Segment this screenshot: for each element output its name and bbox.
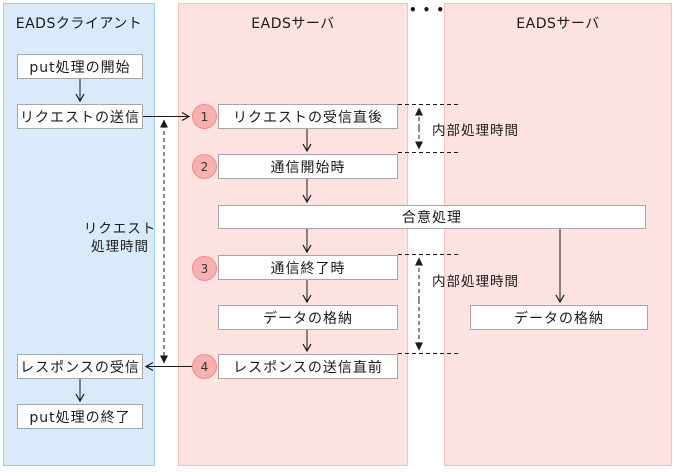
step-badge-4: 4 — [192, 354, 217, 379]
ellipsis-dots: ••• — [409, 3, 451, 17]
step-badge-2: 2 — [192, 154, 217, 179]
lane-server-2: EADSサーバ — [444, 3, 672, 466]
lane-title-client: EADSクライアント — [15, 16, 143, 32]
node-request-send: リクエストの送信 — [17, 104, 143, 129]
lane-title-server-1: EADSサーバ — [251, 16, 335, 32]
node-put-end: put処理の終了 — [17, 404, 143, 429]
step-badge-3: 3 — [192, 256, 217, 281]
lane-title-server-2: EADSサーバ — [516, 16, 600, 32]
annotation-request-processing-time-line2: 処理時間 — [91, 239, 149, 255]
node-put-start: put処理の開始 — [17, 54, 143, 79]
node-agreement: 合意処理 — [218, 205, 646, 229]
node-data-store-server1: データの格納 — [218, 305, 398, 330]
node-response-send: レスポンスの送信直前 — [218, 354, 398, 379]
node-request-received: リクエストの受信直後 — [218, 104, 398, 129]
annotation-internal-processing-time-1: 内部処理時間 — [432, 123, 519, 139]
node-comm-end: 通信終了時 — [218, 255, 398, 280]
node-comm-start: 通信開始時 — [218, 154, 398, 179]
node-data-store-server2: データの格納 — [470, 305, 648, 330]
step-badge-1: 1 — [192, 104, 217, 129]
annotation-request-processing-time: リクエスト 処理時間 — [83, 220, 157, 256]
lane-client: EADSクライアント — [3, 3, 155, 466]
lane-server-1: EADSサーバ — [178, 3, 408, 466]
node-response-receive: レスポンスの受信 — [17, 354, 143, 379]
annotation-request-processing-time-line1: リクエスト — [83, 221, 157, 237]
annotation-internal-processing-time-2: 内部処理時間 — [432, 274, 519, 290]
